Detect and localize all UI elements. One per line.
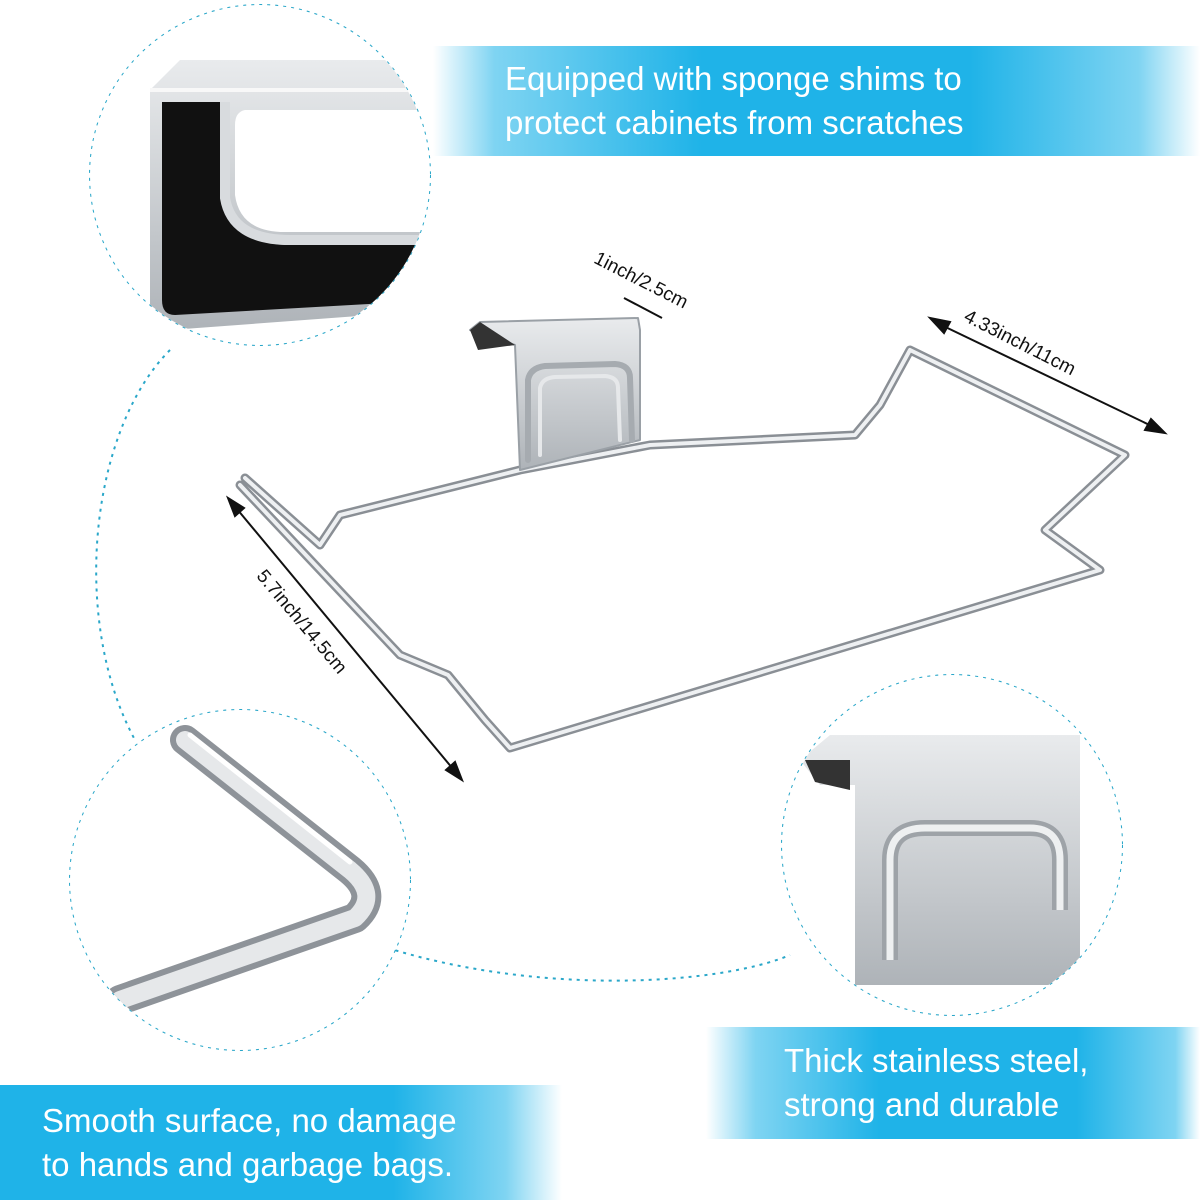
zoom-thick-steel (782, 675, 1122, 1015)
banner-thick-steel: Thick stainless steel, strong and durabl… (706, 1027, 1200, 1139)
banner-smooth-line2: to hands and garbage bags. (42, 1146, 454, 1183)
banner-sponge-shims: Equipped with sponge shims to protect ca… (433, 46, 1200, 156)
dimension-arrows (225, 297, 1168, 783)
zoom-sponge-shim (90, 5, 430, 345)
banner-steel-line2: strong and durable (784, 1086, 1060, 1123)
banner-steel-line1: Thick stainless steel, (784, 1042, 1089, 1079)
zoom-smooth-rod (70, 710, 410, 1050)
banner-smooth-line1: Smooth surface, no damage (42, 1102, 457, 1139)
banner-sponge-line1: Equipped with sponge shims to (505, 60, 962, 97)
banner-smooth-surface: Smooth surface, no damage to hands and g… (0, 1085, 562, 1200)
sponge-pad (162, 102, 430, 315)
trash-bag-holder-rack (235, 317, 1130, 753)
banner-sponge-line2: protect cabinets from scratches (505, 104, 964, 141)
